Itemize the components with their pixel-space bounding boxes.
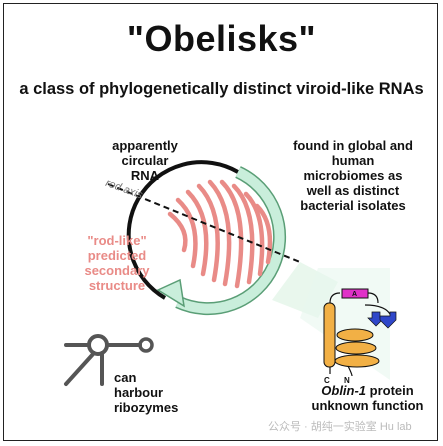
label-circular-rna: apparently circular RNA xyxy=(90,138,200,183)
figure-subtitle: a class of phylogenetically distinct vir… xyxy=(19,80,424,98)
label-rod-like: "rod-like" predicted secondary structure xyxy=(62,233,172,293)
circular-rna-black-arc xyxy=(126,160,239,300)
helix-stroke-8 xyxy=(243,191,265,277)
label-oblin-protein: Oblin-1 protein xyxy=(300,383,435,398)
protein-n-terminus: N xyxy=(344,376,350,385)
ribozyme-icon xyxy=(64,334,154,386)
label-line: "rod-like" xyxy=(87,233,147,248)
label-oblin-function: unknown function xyxy=(311,398,424,413)
label-line: ribozymes xyxy=(114,400,179,415)
label-line: apparently xyxy=(112,138,178,153)
rod-like-helices xyxy=(167,179,273,289)
label-line: microbiomes as xyxy=(303,168,403,183)
helix-stroke-2 xyxy=(175,197,198,269)
helix-stroke-3 xyxy=(185,189,209,277)
label-line: can xyxy=(114,370,137,385)
label-line: well as distinct xyxy=(306,183,400,198)
oblin-name: Oblin-1 xyxy=(321,383,367,398)
orf-arc-fill xyxy=(175,167,285,314)
label-line: structure xyxy=(88,278,146,293)
label-line: RNA xyxy=(130,168,160,183)
helix-stroke-6 xyxy=(219,179,244,289)
helix-stroke-7 xyxy=(231,183,255,285)
label-line: secondary xyxy=(84,263,150,278)
figure-frame: "Obelisks" a class of phylogenetically d… xyxy=(3,3,438,441)
label-line: predicted xyxy=(87,248,147,263)
label-microbiomes: found in global and human microbiomes as… xyxy=(278,138,428,213)
watermark: 公众号 · 胡纯一实验室 Hu lab xyxy=(268,421,412,433)
label-line: found in global and xyxy=(293,138,413,153)
helix-stroke-4 xyxy=(196,183,220,283)
orf-arrow-head xyxy=(156,278,185,308)
oblin-suffix: protein xyxy=(366,383,414,398)
helix-stroke-9 xyxy=(254,203,273,265)
label-oblin: Oblin-1 protein unknown function xyxy=(300,383,435,413)
label-line: bacterial isolates xyxy=(300,198,406,213)
rod-axis-line xyxy=(107,183,301,263)
oblin-protein-icon: N C A xyxy=(323,288,397,385)
helix-stroke-1 xyxy=(167,211,188,253)
label-line: human xyxy=(331,153,375,168)
protein-a-label: A xyxy=(352,291,357,298)
label-line: harbour xyxy=(114,385,164,400)
label-ribozymes: can harbour ribozymes xyxy=(114,370,194,415)
helix-stroke-5 xyxy=(207,179,232,287)
protein-c-terminus: C xyxy=(324,376,330,385)
label-line: circular xyxy=(121,153,169,168)
figure-title: "Obelisks" xyxy=(126,18,317,59)
